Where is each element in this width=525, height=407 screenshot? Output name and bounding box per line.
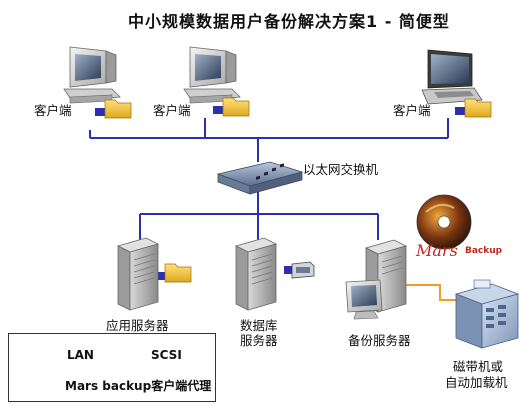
agent-folder-icon [455, 98, 492, 118]
backup-server-label: 备份服务器 [348, 333, 411, 348]
backup-monitor-icon [345, 279, 383, 320]
db-server-label-line2: 服务器 [240, 333, 278, 348]
db-server-label-line1: 数据库 [240, 318, 278, 333]
agent-folder-icon [213, 97, 250, 117]
mars-logo-product: Backup [465, 246, 503, 256]
backup-server-icon [364, 239, 408, 313]
mars-backup-disc-icon [416, 194, 472, 250]
tape-library-icon [454, 279, 520, 349]
client-label-1: 客户端 [34, 103, 72, 118]
legend: LAN SCSI Mars backup客户端代理 [8, 333, 216, 402]
tape-label-line1: 磁带机或 [453, 359, 504, 374]
app-server-label: 应用服务器 [106, 318, 169, 333]
ethernet-switch-icon [216, 161, 304, 195]
legend-lan-label: LAN [67, 348, 94, 362]
agent-folder-icon [95, 99, 132, 119]
client-label-3: 客户端 [393, 103, 431, 118]
application-server-icon [116, 237, 160, 311]
legend-scsi-label: SCSI [151, 348, 182, 362]
tape-label-line2: 自动加载机 [445, 375, 508, 390]
agent-folder-icon [155, 263, 192, 283]
database-agent-icon [284, 261, 315, 279]
lan-links [22, 118, 449, 356]
client-label-2: 客户端 [153, 103, 191, 118]
scsi-link-tape [405, 284, 458, 301]
client-laptop-icon [421, 49, 483, 105]
client-desktop-1-icon [63, 46, 121, 104]
page-title: 中小规模数据用户备份解决方案1 - 简便型 [128, 12, 450, 31]
client-desktop-2-icon [183, 46, 241, 104]
legend-agent-label: Mars backup客户端代理 [65, 379, 212, 393]
switch-label: 以太网交换机 [303, 162, 379, 177]
mars-logo-brand: Mars [416, 241, 458, 260]
database-server-icon [234, 237, 278, 311]
